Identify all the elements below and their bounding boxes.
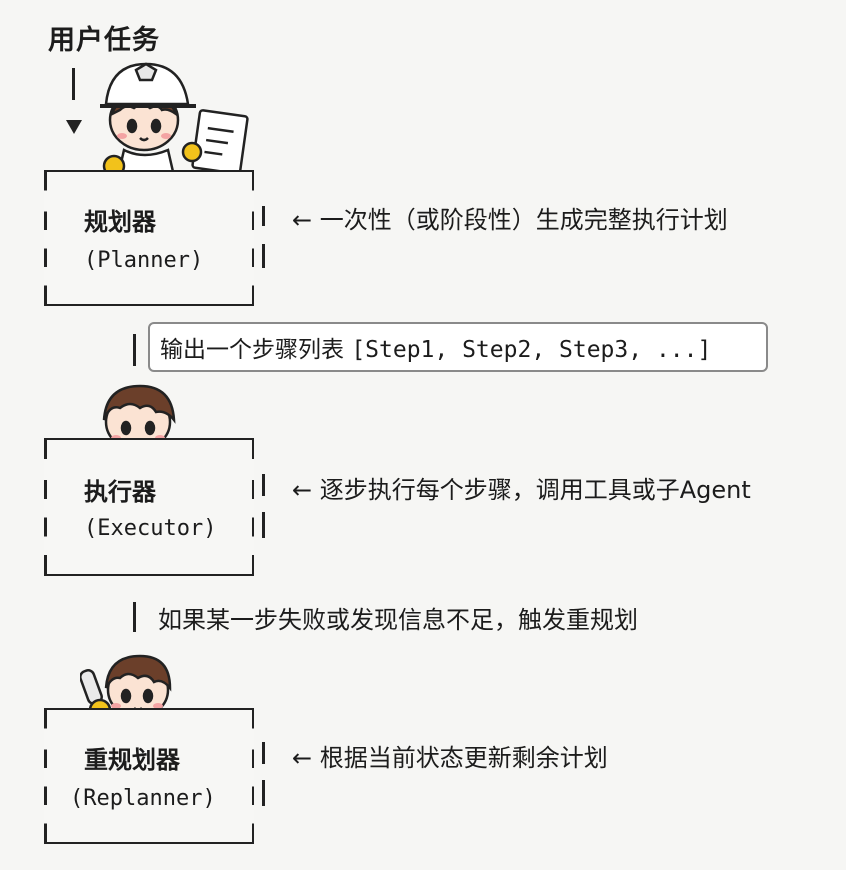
start-arrow-line (72, 68, 75, 100)
step-list-output: 输出一个步骤列表 [Step1, Step2, Step3, ...] (148, 322, 768, 372)
executor-right-bar-2 (262, 512, 265, 538)
planner-right-bar (262, 206, 265, 226)
replanner-box: 重规划器 (Replanner) (44, 708, 254, 844)
planner-mascot-icon (100, 62, 249, 178)
executor-subtitle: (Executor) (84, 516, 217, 541)
replanner-right-bar (262, 742, 265, 764)
start-label: 用户任务 (48, 25, 160, 56)
replanner-subtitle: (Replanner) (70, 786, 216, 811)
step-list-text: 输出一个步骤列表 [Step1, Step2, Step3, ...] (160, 330, 711, 364)
start-arrow-head (66, 120, 82, 134)
replanner-note: ← 根据当前状态更新剩余计划 (292, 744, 608, 772)
planner-box: 规划器 (Planner) (44, 170, 254, 306)
executor-title: 执行器 (84, 478, 156, 506)
executor-note: ← 逐步执行每个步骤，调用工具或子Agent (292, 476, 751, 504)
executor-replanner-connector (133, 602, 136, 632)
planner-subtitle: (Planner) (84, 248, 204, 273)
step-list-code: [Step1, Step2, Step3, ...] (351, 337, 712, 363)
step-list-prefix: 输出一个步骤列表 (160, 337, 352, 363)
executor-right-bar (262, 474, 265, 496)
replanner-title: 重规划器 (84, 746, 180, 774)
planner-executor-connector (133, 334, 136, 366)
planner-note: ← 一次性（或阶段性）生成完整执行计划 (292, 206, 728, 234)
replan-trigger-label: 如果某一步失败或发现信息不足，触发重规划 (158, 606, 638, 634)
planner-right-bar-2 (262, 244, 265, 268)
executor-box: 执行器 (Executor) (44, 438, 254, 576)
replanner-right-bar-2 (262, 780, 265, 806)
planner-title: 规划器 (84, 208, 156, 236)
